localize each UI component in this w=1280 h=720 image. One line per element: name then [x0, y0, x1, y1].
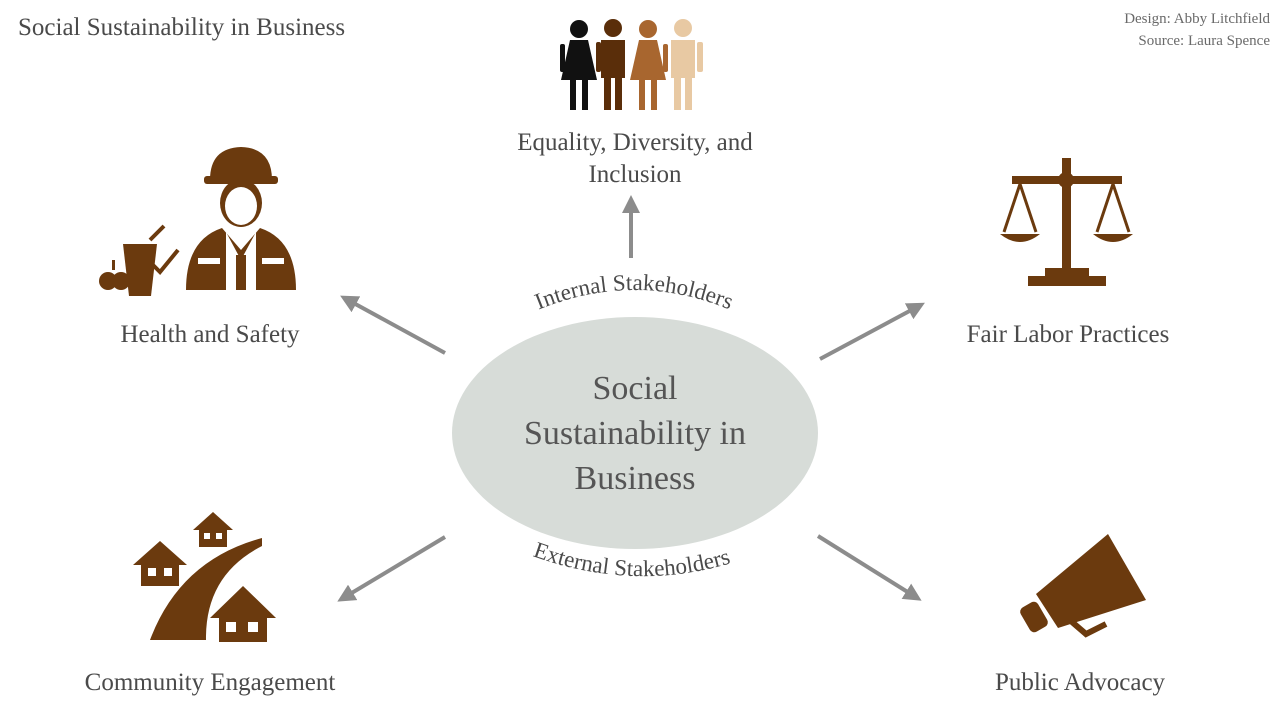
center-ellipse [452, 317, 818, 549]
scales-icon [1000, 158, 1133, 286]
node-label-public-advocacy: Public Advocacy [994, 669, 1166, 696]
houses-road-icon [133, 512, 276, 642]
credits: Design: Abby Litchfield Source: Laura Sp… [1124, 8, 1270, 52]
center-title: Social Sustainability in Business [455, 366, 815, 501]
arrow-up-left [340, 295, 446, 355]
node-label-community: Community Engagement [84, 669, 336, 696]
worker-icon [99, 147, 296, 296]
arrow-down-left [337, 535, 447, 602]
credit-source: Source: Laura Spence [1138, 33, 1270, 49]
arrow-up-right [819, 302, 925, 361]
diverse-people-icon [560, 19, 703, 110]
center-title-line3: Business [574, 460, 696, 497]
arrow-down-right [816, 534, 922, 601]
page-title: Social Sustainability in Business [18, 14, 346, 41]
megaphone-icon [1020, 534, 1146, 638]
node-label-equality-line2: Inclusion [588, 161, 682, 188]
center-title-line2: Sustainability in [524, 415, 746, 452]
arrows [337, 195, 925, 602]
node-label-fair-labor: Fair Labor Practices [966, 321, 1170, 348]
node-label-equality: Equality, Diversity, and Inclusion [480, 127, 790, 191]
credit-design: Design: Abby Litchfield [1124, 11, 1270, 27]
center-title-line1: Social [592, 370, 678, 407]
node-label-health-safety: Health and Safety [120, 321, 300, 348]
internal-stakeholders-label: Internal Stakeholders [531, 270, 737, 314]
node-label-equality-line1: Equality, Diversity, and [517, 129, 753, 156]
